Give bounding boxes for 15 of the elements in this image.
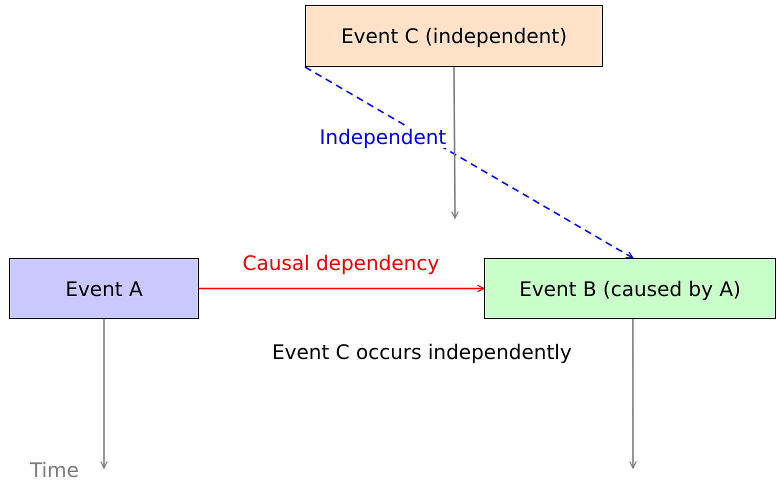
- arrow: [199, 284, 485, 292]
- axis-label: Time: [30, 459, 79, 481]
- node-label: Event B (caused by A): [519, 276, 741, 300]
- arrow: [100, 319, 108, 469]
- arrow: [629, 319, 637, 469]
- arrow: [304, 66, 634, 259]
- note-text: Event C occurs independently: [272, 341, 572, 363]
- edge-label: Independent: [318, 126, 448, 148]
- event-box: [305, 5, 603, 67]
- event-box: [484, 258, 776, 319]
- node-label: Event C (independent): [340, 24, 567, 48]
- arrow: [451, 67, 459, 219]
- edge-label: Causal dependency: [242, 252, 440, 274]
- node-label: Event A: [65, 276, 143, 300]
- event-box: [9, 258, 199, 319]
